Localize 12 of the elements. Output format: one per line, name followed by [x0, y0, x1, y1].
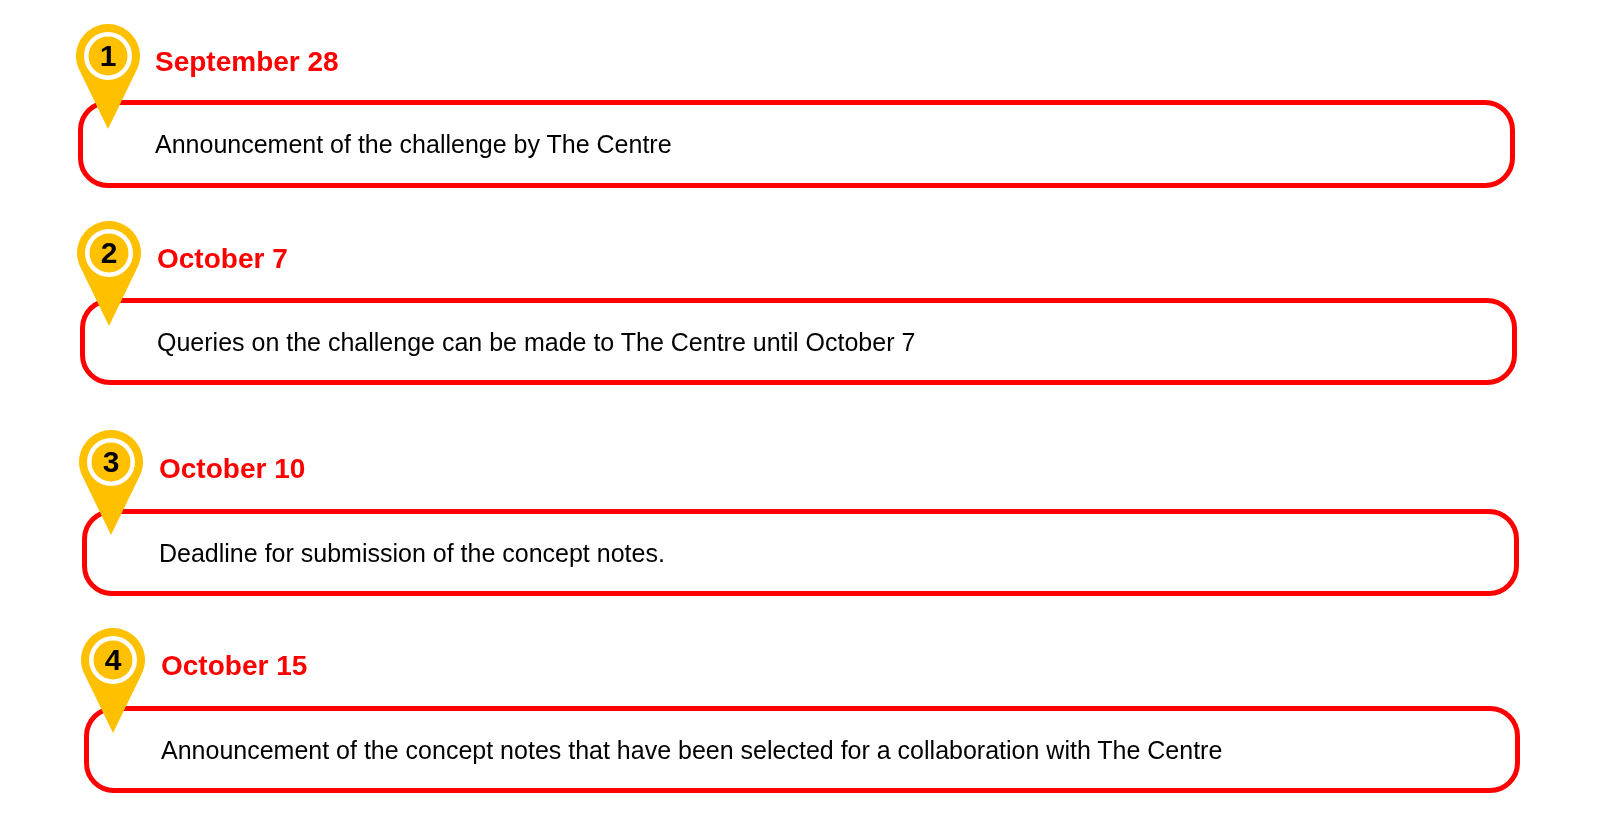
pin-number: 4	[104, 645, 122, 675]
pin-number: 2	[100, 238, 118, 268]
date-heading: October 10	[159, 453, 306, 485]
pin-number: 1	[99, 41, 117, 71]
date-heading: October 15	[161, 650, 308, 682]
event-description: Deadline for submission of the concept notes.	[159, 537, 665, 568]
date-heading: September 28	[155, 46, 339, 78]
pin-number: 3	[102, 447, 120, 477]
event-description: Queries on the challenge can be made to The Centre until October 7	[157, 326, 916, 357]
event-description: Announcement of the challenge by The Centre	[155, 129, 672, 159]
event-description: Announcement of the concept notes that have been selected for a collaboration with The Centre	[161, 734, 1223, 765]
date-heading: October 7	[157, 243, 288, 275]
